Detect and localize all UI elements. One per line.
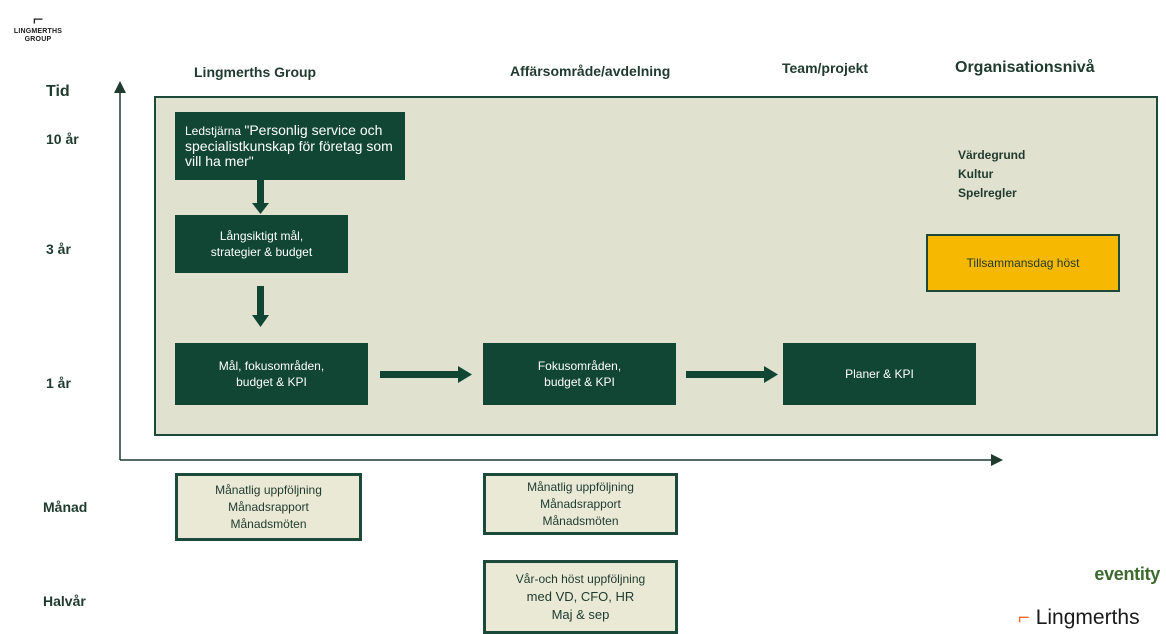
lingmerths-mark-icon: ⌐: [1018, 607, 1030, 629]
values-line1: Värdegrund: [958, 148, 1026, 162]
monthly-followup-group-box: Månatlig uppföljning Månadsrapport Månad…: [175, 473, 362, 541]
goals-focus-line1: Mål, fokusområden,: [218, 359, 325, 373]
column-header-org: Organisationsnivå: [955, 59, 1095, 76]
plans-kpi-box: Planer & KPI: [783, 343, 976, 405]
monthly2-line1: Månatlig uppföljning: [527, 479, 634, 494]
lingmerths-group-logo: ⌐ LINGMERTHS GROUP: [8, 10, 68, 44]
values-line3: Spelregler: [958, 186, 1017, 200]
arrow-right-2: [686, 366, 778, 383]
values-line2: Kultur: [958, 167, 994, 181]
row-label-10-years: 10 år: [46, 131, 79, 147]
column-header-business: Affärsområde/avdelning: [510, 63, 671, 79]
row-label-month: Månad: [43, 499, 88, 515]
arrow-down-2: [252, 286, 269, 327]
together-day-text: Tillsammansdag höst: [966, 256, 1080, 270]
guiding-star-prefix: Ledstjärna: [185, 124, 245, 138]
arrow-right-1: [380, 366, 472, 383]
row-label-1-year: 1 år: [46, 375, 71, 391]
arrow-down-1: [252, 180, 269, 214]
logo-text-line2: GROUP: [24, 36, 52, 43]
column-header-group: Lingmerths Group: [194, 64, 317, 80]
monthly1-line1: Månatlig uppföljning: [215, 482, 322, 497]
goals-focus-box: Mål, fokusområden, budget & KPI: [175, 343, 368, 405]
logo-mark-icon: ⌐: [32, 9, 44, 29]
goals-focus-line2: budget & KPI: [236, 375, 307, 389]
plans-kpi-text: Planer & KPI: [845, 367, 914, 381]
long-term-line1: Långsiktigt mål,: [219, 229, 304, 243]
eventity-logo: eventity: [1094, 564, 1160, 584]
monthly1-line3: Månadsmöten: [230, 516, 307, 531]
axis-label-tid: Tid: [46, 83, 70, 100]
focus-areas-box: Fokusområden, budget & KPI: [483, 343, 676, 405]
column-header-team: Team/projekt: [782, 60, 869, 76]
row-label-half-year: Halvår: [43, 593, 86, 609]
focus-areas-line2: budget & KPI: [544, 375, 615, 389]
logo-text-line1: LINGMERTHS: [13, 28, 63, 35]
guiding-star-quote: "Personlig service och specialistkunskap…: [185, 122, 393, 169]
guiding-star-text: Ledstjärna "Personlig service och specia…: [185, 123, 395, 169]
row-label-3-years: 3 år: [46, 241, 71, 257]
values-block: Värdegrund Kultur Spelregler: [958, 146, 1025, 203]
long-term-line2: strategier & budget: [210, 245, 313, 259]
lingmerths-logo: ⌐ Lingmerths: [1018, 606, 1140, 630]
monthly-followup-business-box: Månatlig uppföljning Månadsrapport Månad…: [483, 473, 678, 535]
monthly2-line2: Månadsrapport: [540, 496, 621, 511]
long-term-goals-box: Långsiktigt mål, strategier & budget: [175, 215, 348, 273]
guiding-star-box: Ledstjärna "Personlig service och specia…: [175, 112, 405, 180]
monthly1-line2: Månadsrapport: [228, 499, 309, 514]
half-line1: Vår-och höst uppföljning: [515, 572, 646, 586]
lingmerths-name: Lingmerths: [1035, 606, 1140, 629]
together-day-box: Tillsammansdag höst: [926, 234, 1120, 292]
monthly2-line3: Månadsmöten: [542, 513, 619, 528]
half-line3: Maj & sep: [551, 607, 610, 622]
half-line2: med VD, CFO, HR: [526, 589, 635, 604]
focus-areas-line1: Fokusområden,: [537, 359, 622, 373]
